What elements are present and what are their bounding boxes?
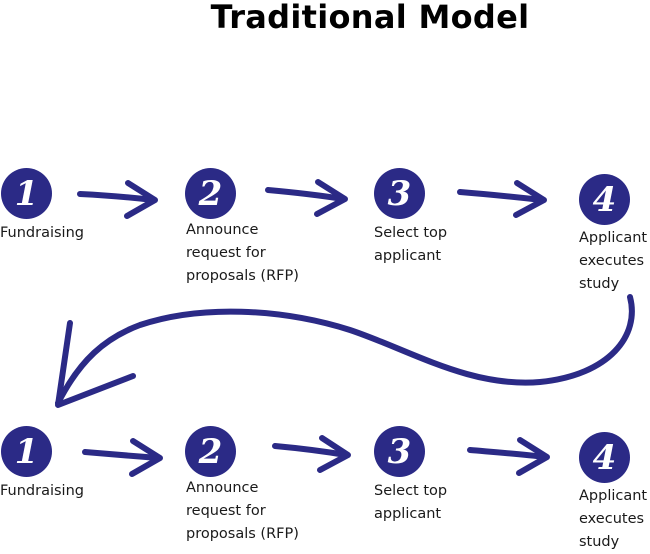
arrow-right-icon xyxy=(77,180,158,219)
step-3-circle: 3 xyxy=(374,426,425,477)
step-number: 2 xyxy=(198,173,223,214)
step-1-circle: 1 xyxy=(1,168,52,219)
step-2-label: Announce request for proposals (RFP) xyxy=(186,480,299,542)
step-1-label: Fundraising xyxy=(0,483,84,499)
step-1-label: Fundraising xyxy=(0,225,84,241)
step-number: 3 xyxy=(387,173,412,214)
step-3-label: Select top applicant xyxy=(374,483,448,522)
arrow-right-icon xyxy=(272,435,351,473)
step-number: 4 xyxy=(592,437,617,478)
step-3-label: Select top applicant xyxy=(374,225,448,264)
arrow-right-icon xyxy=(467,437,550,476)
step-2-label: Announce request for proposals (RFP) xyxy=(186,222,299,284)
step-2-circle: 2 xyxy=(185,168,236,219)
step-number: 4 xyxy=(592,179,617,220)
step-number: 2 xyxy=(198,431,223,472)
step-4-circle: 4 xyxy=(579,174,630,225)
step-1-circle: 1 xyxy=(1,426,52,477)
step-4-label: Applicant executes study xyxy=(579,230,648,292)
step-4-circle: 4 xyxy=(579,432,630,483)
step-2-circle: 2 xyxy=(185,426,236,477)
step-3-circle: 3 xyxy=(374,168,425,219)
diagram-title: Traditional Model xyxy=(210,0,530,36)
step-4-label: Applicant executes study xyxy=(579,488,648,550)
arrow-right-icon xyxy=(265,179,348,217)
step-number: 1 xyxy=(14,173,39,214)
step-number: 1 xyxy=(14,431,39,472)
arrow-right-icon xyxy=(457,180,547,218)
arrow-right-icon xyxy=(82,438,163,477)
step-number: 3 xyxy=(387,431,412,472)
return-arrow-icon xyxy=(55,294,635,408)
